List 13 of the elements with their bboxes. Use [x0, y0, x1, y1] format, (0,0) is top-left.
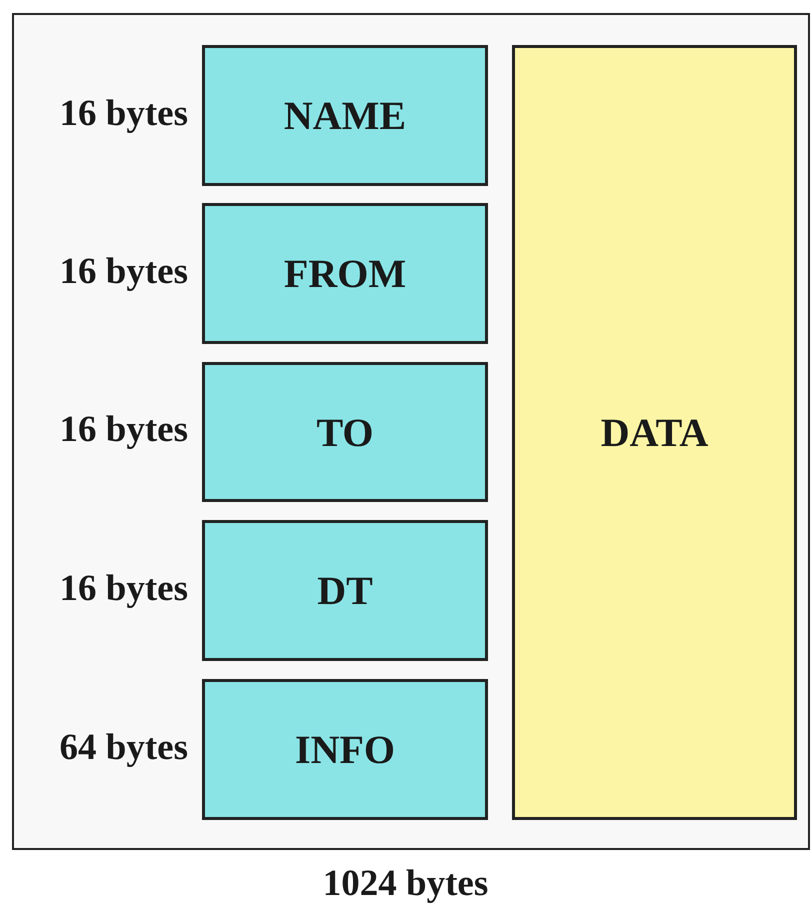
size-label: 16 bytes: [60, 250, 188, 292]
size-label: 16 bytes: [60, 408, 188, 451]
header-field-box: FROM: [202, 203, 488, 344]
header-field-box: NAME: [202, 45, 488, 186]
size-label: 64 bytes: [60, 726, 188, 768]
total-size-label: 1024 bytes: [322, 863, 488, 904]
frame-box: [12, 13, 810, 850]
size-label: 16 bytes: [60, 566, 188, 610]
size-label: 16 bytes: [60, 92, 188, 134]
header-field-box: TO: [202, 362, 488, 502]
data-field-box: DATA: [512, 45, 797, 820]
header-field-box: DT: [202, 520, 488, 661]
header-field-box: INFO: [202, 679, 488, 820]
